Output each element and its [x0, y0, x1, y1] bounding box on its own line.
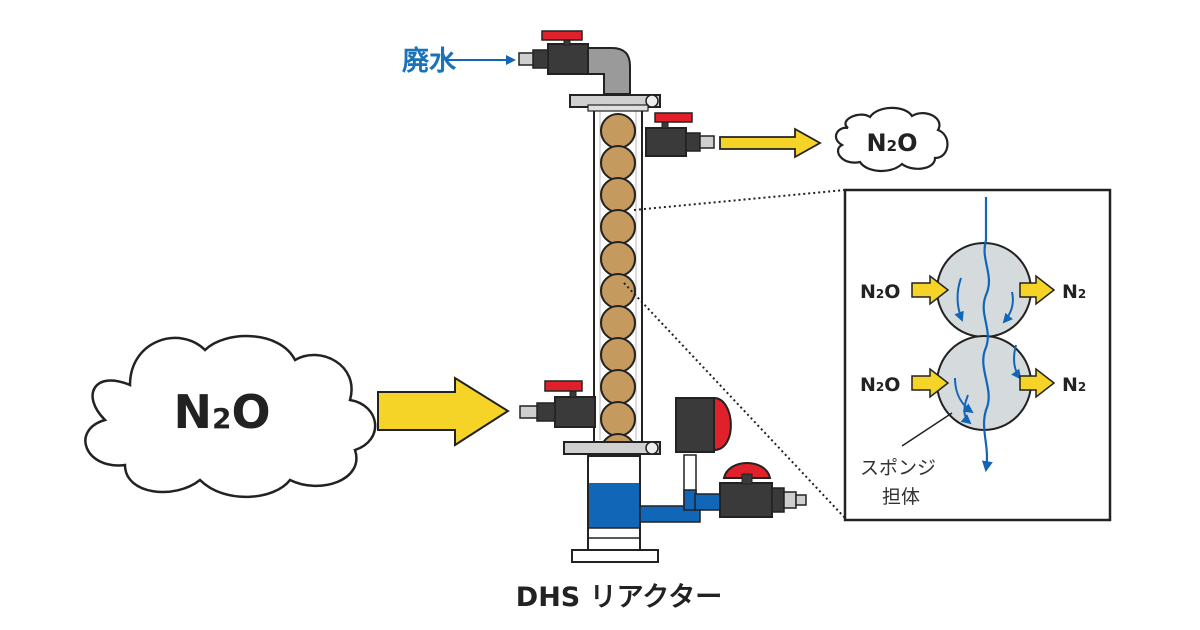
- sponge-callout-line: [901, 412, 953, 447]
- sponge-carrier-5: [600, 241, 636, 277]
- svg-text:N2O: N2O: [867, 129, 918, 157]
- water-sump: [571, 455, 659, 563]
- sponge-carrier-6: [600, 273, 636, 309]
- reactor-title: DHS リアクター: [516, 582, 722, 613]
- sponge-carrier-7: [600, 305, 636, 341]
- gas-outlet-label: N: [867, 129, 887, 157]
- sponge-carriers: [600, 113, 636, 469]
- water-flow-line: [981, 197, 993, 473]
- wastewater-inlet-pipe: [585, 47, 631, 95]
- sponge-carrier-3: [600, 177, 636, 213]
- svg-text:N2O: N2O: [173, 385, 270, 439]
- sponge-carrier-4: [600, 209, 636, 245]
- svg-text:N2O: N2O: [860, 374, 900, 396]
- zoom-line-bottom: [623, 282, 846, 519]
- n2o-inlet-arrow: [377, 376, 510, 447]
- n2o-outlet-cloud: N2O: [834, 106, 949, 172]
- n2o-inlet-cloud: N2O: [84, 334, 377, 499]
- level-valve[interactable]: [675, 396, 732, 453]
- gas-inlet-valve[interactable]: [519, 380, 596, 428]
- zoom-line-top: [633, 189, 846, 211]
- sponge-carrier-2: [600, 145, 636, 181]
- inset-n2-arrow-bottom: [1019, 367, 1056, 399]
- svg-text:N2O: N2O: [860, 281, 900, 303]
- gas-outlet-valve[interactable]: [645, 112, 715, 157]
- sponge-detail-inset: N2O N2O N2 N2 スポンジ 担体: [843, 188, 1112, 522]
- inset-n2o-label-bottom: N: [860, 374, 876, 396]
- gas-inlet-label: N: [173, 385, 212, 439]
- svg-text:N2: N2: [1062, 374, 1086, 396]
- inset-n2-label-bottom: N: [1062, 374, 1078, 396]
- top-flange: [569, 94, 661, 112]
- inset-n2o-arrow-bottom: [911, 367, 950, 399]
- n2o-outlet-arrow: [719, 127, 822, 159]
- sponge-carrier-8: [600, 337, 636, 373]
- wastewater-inlet-valve[interactable]: [518, 30, 589, 75]
- sponge-carrier-1: [600, 113, 636, 149]
- drain-valve[interactable]: [719, 462, 807, 518]
- inset-n2o-label-top: N: [860, 281, 876, 303]
- outlet-piping: [639, 454, 728, 523]
- inset-n2-label-top: N: [1062, 281, 1078, 303]
- sponge-label-line2: 担体: [882, 486, 920, 508]
- bottom-flange: [563, 441, 661, 455]
- inset-n2-arrow-top: [1019, 274, 1056, 306]
- sponge-label-line1: スポンジ: [860, 457, 936, 479]
- inset-n2o-arrow-top: [911, 274, 950, 306]
- svg-text:N2: N2: [1062, 281, 1086, 303]
- sponge-carrier-10: [600, 401, 636, 437]
- sponge-carrier-9: [600, 369, 636, 405]
